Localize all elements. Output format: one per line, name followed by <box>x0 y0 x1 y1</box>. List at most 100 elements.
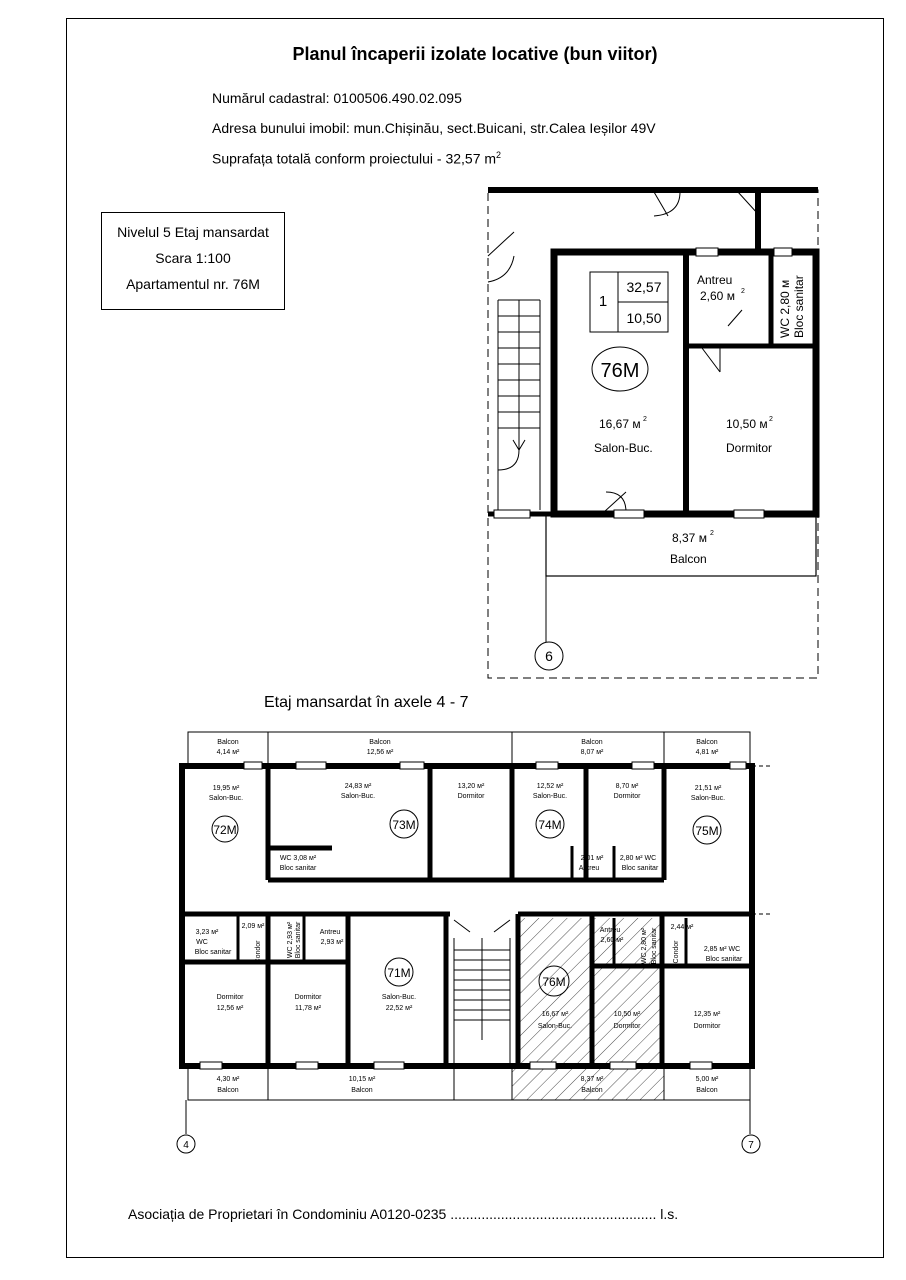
room-label: Bloc sanitar <box>622 865 659 872</box>
room-label: 5,00 м² <box>696 1076 719 1083</box>
axis-4-label: 4 <box>183 1140 189 1151</box>
document-title: Planul încaperii izolate locative (bun v… <box>292 44 658 64</box>
antreu-area: 2,60 м <box>700 289 735 303</box>
room-label: Balcon <box>581 1087 603 1094</box>
legend-apartment: Apartamentul nr. 76M <box>126 276 260 292</box>
room-label: 22,52 м² <box>386 1005 413 1012</box>
room-box-total: 32,57 <box>626 279 661 295</box>
room-label: 12,52 м² <box>537 783 564 790</box>
room-box-living: 10,50 <box>626 310 661 326</box>
room-label: Bloc sanitar <box>706 956 743 963</box>
cadastral-line: Numărul cadastral: 0100506.490.02.095 <box>212 90 462 106</box>
room-label: Balcon <box>217 1087 239 1094</box>
address-value: mun.Chișinău, sect.Buicani, str.Calea Ie… <box>353 120 656 136</box>
room-label: Dormitor <box>694 1023 722 1030</box>
address-label: Adresa bunului imobil: <box>212 120 350 136</box>
antreu-label: Antreu <box>697 273 732 287</box>
room-label: 2,93 м² <box>321 939 344 946</box>
room-label: Salon-Buc. <box>382 994 416 1001</box>
dormitor-area-sup: 2 <box>769 416 773 423</box>
wc-area-label: WC 2,80 м <box>778 280 792 338</box>
room-label: 2,80 м² WC <box>620 855 656 862</box>
salon-area-sup: 2 <box>643 416 647 423</box>
room-label: Balcon <box>217 739 239 746</box>
room-label: WC 2,93 м² <box>287 921 294 958</box>
apt-73m-label: 73M <box>392 818 415 832</box>
room-label: Condor <box>673 940 680 964</box>
room-label: Balcon <box>581 739 603 746</box>
room-label: Balcon <box>696 739 718 746</box>
balcon-area: 8,37 м <box>672 531 707 545</box>
room-label: Balcon <box>696 1087 718 1094</box>
room-label: WC 3,08 м² <box>280 855 317 862</box>
room-label: Bloc sanitar <box>651 927 658 964</box>
room-label: Salon-Buc. <box>341 793 375 800</box>
room-label: 8,07 м² <box>581 749 604 756</box>
room-label: Dormitor <box>458 793 486 800</box>
room-label: 2,60 м² <box>601 937 624 944</box>
room-box-number: 1 <box>599 293 607 310</box>
room-label: 2,01 м² <box>581 855 604 862</box>
salon-area: 16,67 м <box>599 417 641 431</box>
legend-scale: Scara 1:100 <box>155 250 231 266</box>
total-area-line: Suprafața totală conform proiectului - 3… <box>212 150 501 167</box>
cadastral-label: Numărul cadastral: <box>212 90 330 106</box>
room-label: 12,56 м² <box>367 749 394 756</box>
apartment-76m-label: 76M <box>601 360 640 382</box>
room-label: Dormitor <box>217 994 245 1001</box>
address-line: Adresa bunului imobil: mun.Chișinău, sec… <box>212 120 656 136</box>
room-label: 2,85 м² WC <box>704 946 740 953</box>
legend-box: Nivelul 5 Etaj mansardat Scara 1:100 Apa… <box>101 212 285 310</box>
dormitor-area: 10,50 м <box>726 417 768 431</box>
room-label: Salon-Buc. <box>533 793 567 800</box>
room-label: Dormitor <box>614 793 642 800</box>
room-label: Antreu <box>600 927 621 934</box>
floor-caption: Etaj mansardat în axele 4 - 7 <box>264 694 469 711</box>
room-label: 21,51 м² <box>695 785 722 792</box>
footer-association: Asociația de Proprietari în Condominiu A… <box>128 1206 679 1222</box>
room-label: Salon-Buc. <box>691 795 725 802</box>
room-label: Balcon <box>369 739 391 746</box>
salon-label: Salon-Buc. <box>594 441 653 455</box>
apt-71m-label: 71M <box>387 966 410 980</box>
room-label: 4,30 м² <box>217 1076 240 1083</box>
room-label: 12,35 м² <box>694 1011 721 1018</box>
room-label: WC 2,80 м² <box>641 927 648 964</box>
room-label: 2,44 м² <box>671 924 694 931</box>
room-label: Dormitor <box>295 994 323 1001</box>
dormitor-label: Dormitor <box>726 441 772 455</box>
room-label: Salon-Buc. <box>209 795 243 802</box>
room-label: Balcon <box>351 1087 373 1094</box>
apt-76m-label: 76M <box>542 975 565 989</box>
balcon-label: Balcon <box>670 552 707 566</box>
apt-74m-label: 74M <box>538 818 561 832</box>
room-label: 11,78 м² <box>295 1005 322 1012</box>
room-label: 10,50 м² <box>614 1011 641 1018</box>
room-label: 10,15 м² <box>349 1076 376 1083</box>
room-label: 3,23 м² <box>196 929 219 936</box>
room-label: WC <box>196 939 208 946</box>
room-label: 2,09 м² <box>242 923 265 930</box>
room-label: 4,81 м² <box>696 749 719 756</box>
room-label: Condor <box>255 940 262 964</box>
room-label: 16,67 м² <box>542 1011 569 1018</box>
room-label: 4,14 м² <box>217 749 240 756</box>
room-label: Bloc sanitar <box>280 865 317 872</box>
bloc-sanitar-label: Bloc sanitar <box>792 275 806 338</box>
room-label: 13,20 м² <box>458 783 485 790</box>
room-label: 19,95 м² <box>213 785 240 792</box>
room-label: 12,56 м² <box>217 1005 244 1012</box>
axis-6-label: 6 <box>545 648 553 664</box>
cadastral-number: 0100506.490.02.095 <box>333 90 462 106</box>
antreu-area-sup: 2 <box>741 288 745 295</box>
room-label: 8,70 м² <box>616 783 639 790</box>
apt-75m-label: 75M <box>695 824 718 838</box>
room-label: Bloc sanitar <box>295 921 302 958</box>
room-label: Salon-Buc. <box>538 1023 572 1030</box>
axis-7-label: 7 <box>748 1140 754 1151</box>
room-label: Bloc sanitar <box>195 949 232 956</box>
balcon-area-sup: 2 <box>710 530 714 537</box>
room-label: Dormitor <box>614 1023 642 1030</box>
room-label: 8,37 м² <box>581 1076 604 1083</box>
